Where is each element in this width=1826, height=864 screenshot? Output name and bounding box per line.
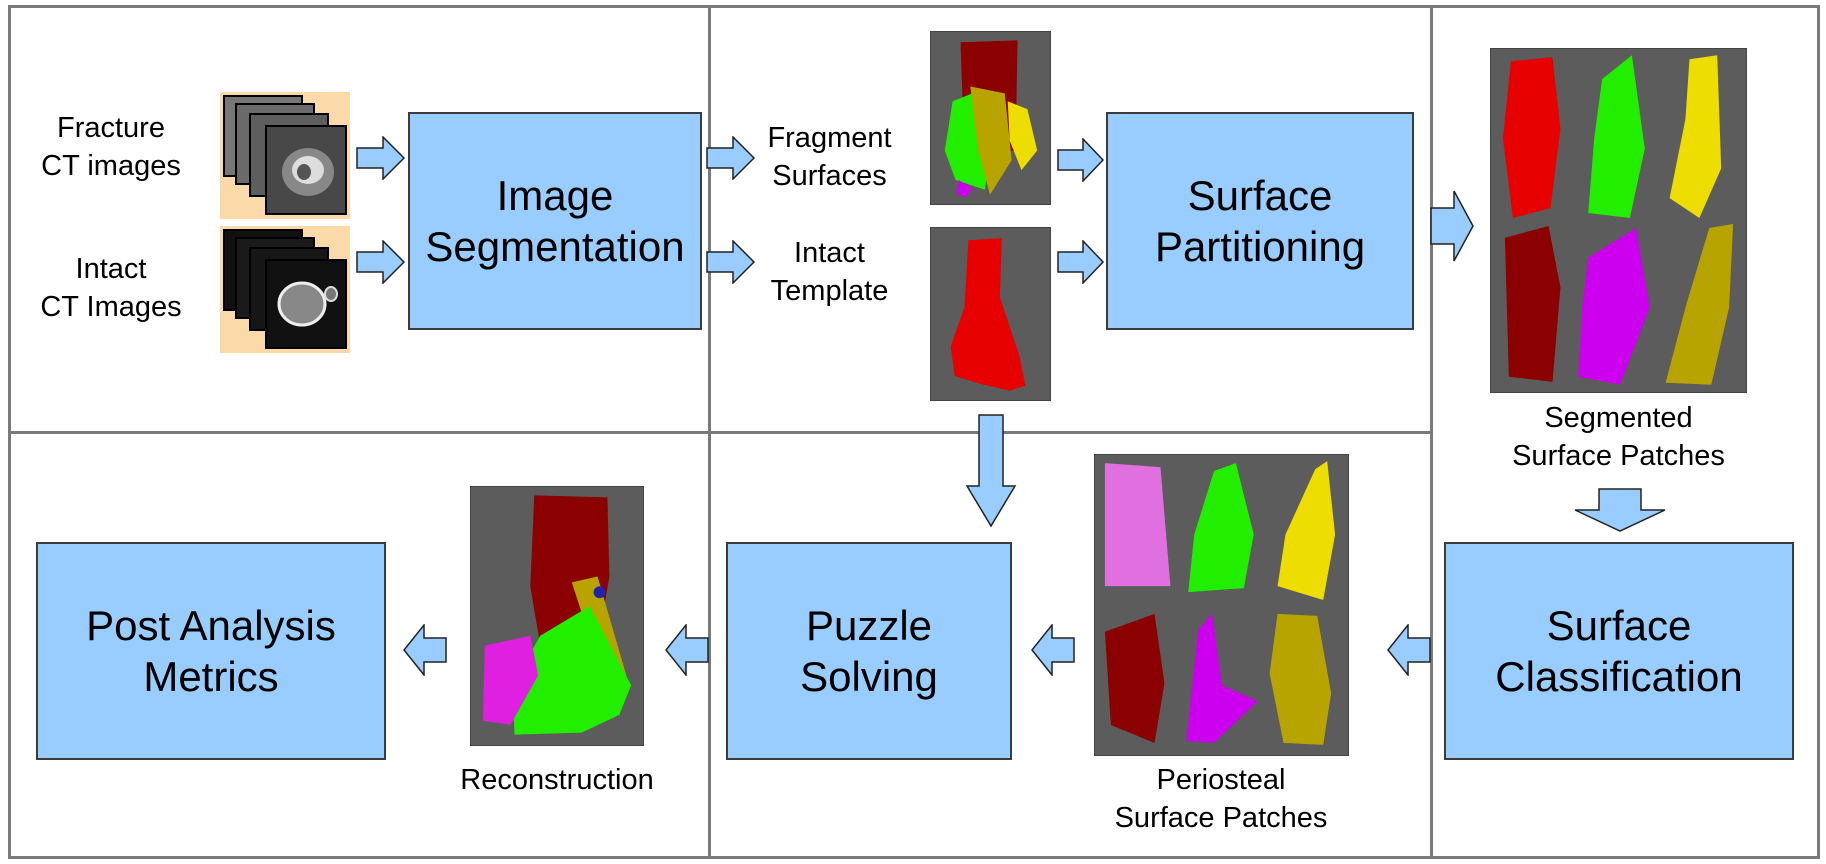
arrow-puzzle-to-reconstruction xyxy=(665,624,709,676)
post-analysis-metrics-box: Post Analysis Metrics xyxy=(36,542,386,760)
arrow-template-to-puzzle xyxy=(965,414,1017,528)
arrow-segmented-to-classification xyxy=(1574,488,1666,532)
arrow-template-to-partitioning xyxy=(1057,240,1105,284)
surface-partitioning-box: Surface Partitioning xyxy=(1106,112,1414,330)
segmented-surface-patches-label: Segmented Surface Patches xyxy=(1512,402,1725,472)
arrow-segmentation-to-template xyxy=(706,240,756,284)
surface-classification-box: Surface Classification xyxy=(1444,542,1794,760)
fragment-surfaces-label: Fragment Surfaces xyxy=(767,122,892,192)
intact-template-label: Intact Template xyxy=(770,237,889,307)
image-segmentation-box: Image Segmentation xyxy=(408,112,702,330)
arrow-reconstruction-to-post-analysis xyxy=(403,624,447,676)
fracture-ct-stack-image xyxy=(220,92,350,219)
intact-ct-stack-image xyxy=(220,226,350,353)
arrow-segmentation-to-fragments xyxy=(706,136,756,180)
fracture-ct-label: Fracture CT images xyxy=(41,112,181,182)
periosteal-surface-patches-image xyxy=(1094,454,1349,756)
panel-puzzle-solving xyxy=(708,431,1433,859)
intact-template-image xyxy=(930,227,1051,401)
fragment-surfaces-image xyxy=(930,31,1051,205)
reconstruction-label: Reconstruction xyxy=(460,764,654,796)
arrow-classification-to-periosteal xyxy=(1387,624,1431,676)
arrow-intact-to-segmentation xyxy=(356,240,406,284)
arrow-partitioning-to-segmented xyxy=(1430,190,1474,262)
arrow-fragments-to-partitioning xyxy=(1057,138,1105,182)
segmented-surface-patches-image xyxy=(1490,48,1747,393)
periosteal-surface-patches-label: Periosteal Surface Patches xyxy=(1114,764,1328,834)
arrow-periosteal-to-puzzle xyxy=(1031,624,1075,676)
arrow-fracture-to-segmentation xyxy=(356,136,406,180)
intact-ct-label: Intact CT Images xyxy=(40,253,182,323)
reconstruction-image xyxy=(470,486,644,746)
puzzle-solving-box: Puzzle Solving xyxy=(726,542,1012,760)
